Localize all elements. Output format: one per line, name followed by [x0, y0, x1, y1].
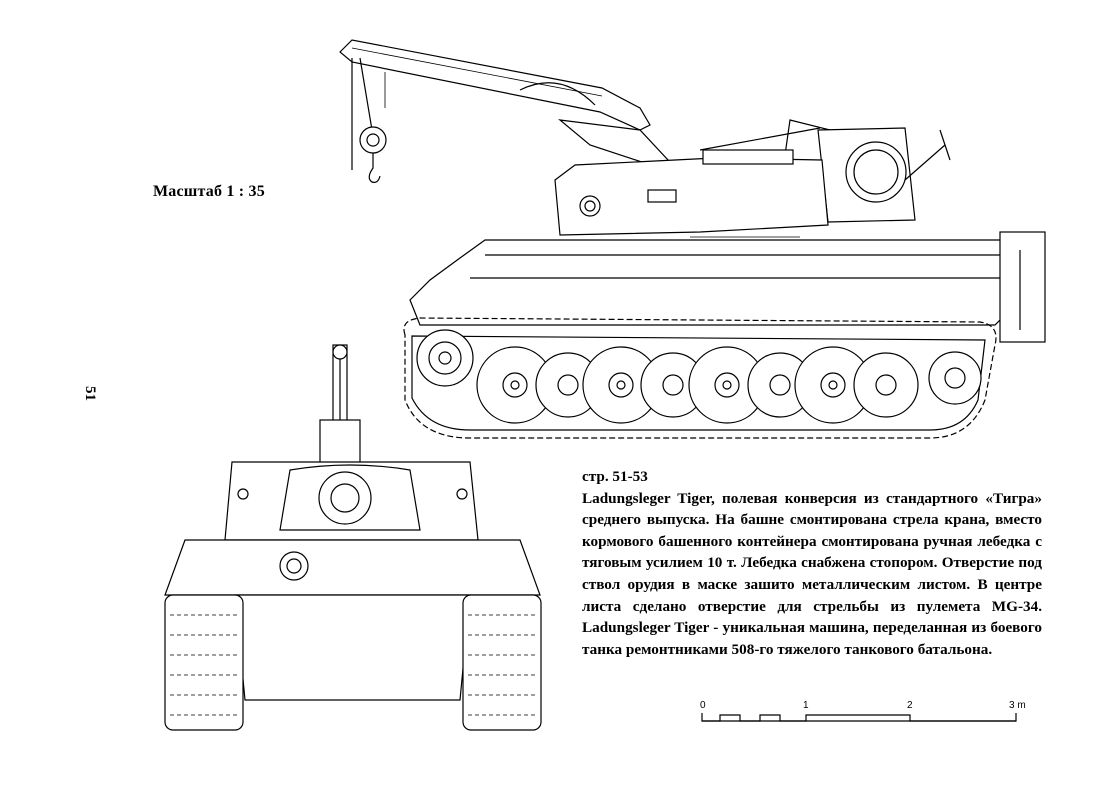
caption-reference: стр. 51-53 — [582, 468, 648, 485]
scale-bar-graphic — [701, 713, 1017, 722]
hull — [409, 231, 1046, 343]
winch — [817, 127, 951, 223]
scale-tick-0: 0 — [700, 700, 706, 711]
front-tracks — [164, 594, 542, 731]
caption: стр. 51-53 Ladungsleger Tiger, полевая к… — [582, 466, 1042, 660]
caption-text: Ladungsleger Tiger, полевая конверсия из… — [582, 489, 1042, 658]
track — [403, 317, 997, 439]
scale-label: Масштаб 1 : 35 — [153, 183, 265, 200]
front-hull — [164, 539, 541, 701]
turret — [554, 149, 829, 238]
crane-mast — [319, 344, 361, 466]
scale-tick-3: 3 m — [1009, 700, 1026, 711]
scale-tick-1: 1 — [803, 700, 809, 711]
scale-tick-2: 2 — [907, 700, 913, 711]
road-wheels — [416, 329, 982, 424]
